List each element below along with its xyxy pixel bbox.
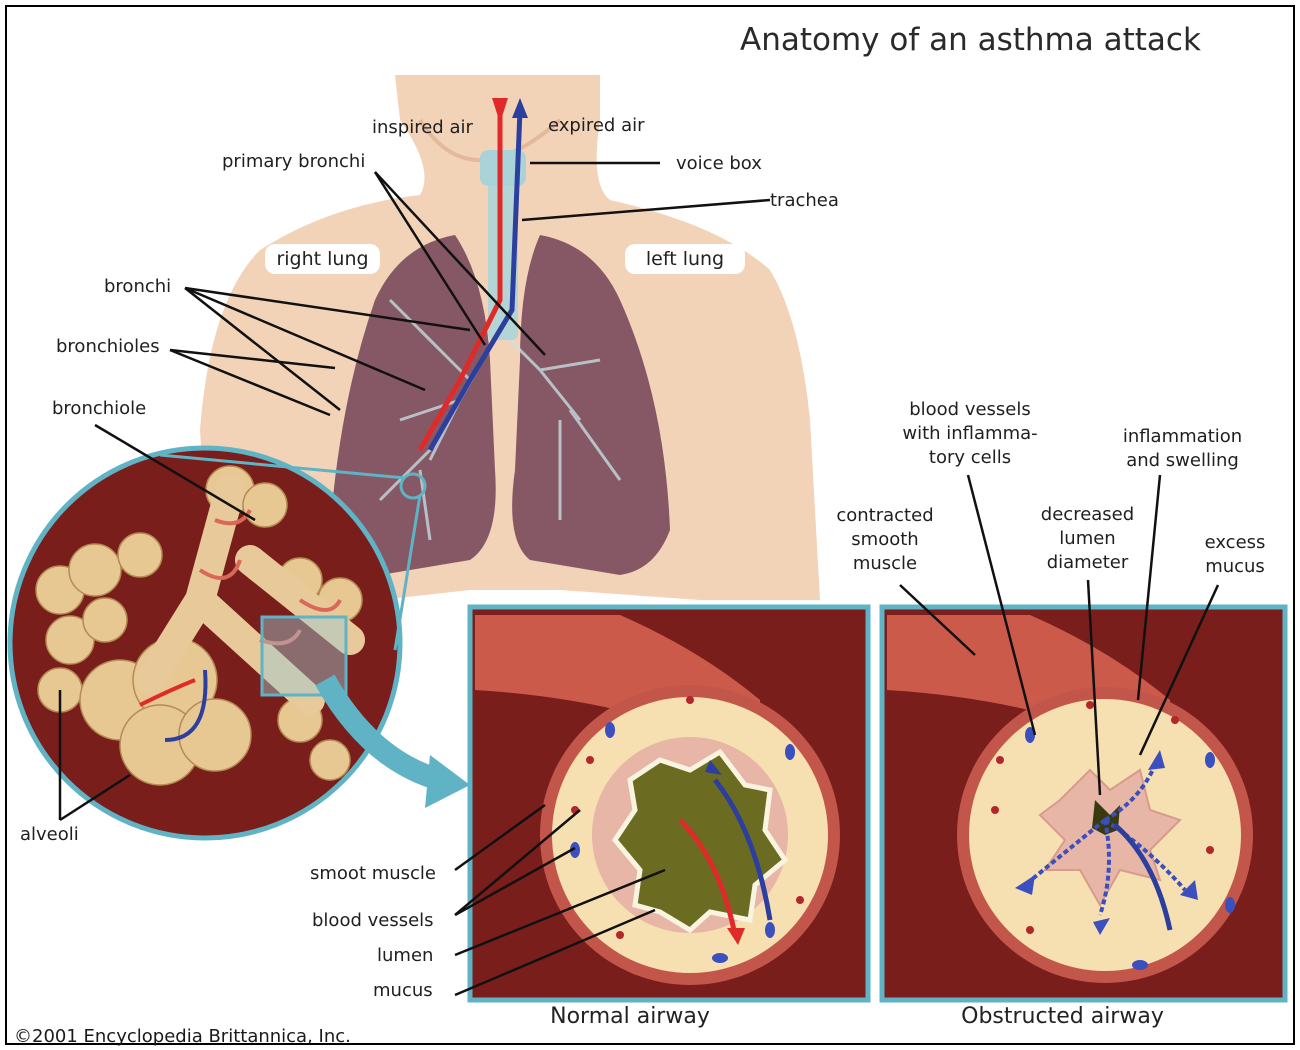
expired-air-label: expired air [548, 114, 645, 138]
bronchi-label: bronchi [104, 275, 171, 299]
obstructed-airway-caption: Obstructed airway [945, 1004, 1180, 1029]
blood-vessels-label: blood vessels [312, 909, 434, 933]
diagram-title: Anatomy of an asthma attack [740, 22, 1240, 58]
inspired-air-label: inspired air [372, 116, 473, 140]
blood-vessels-inflammatory-label: blood vessels with inflamma- tory cells [890, 398, 1050, 470]
normal-airway-caption: Normal airway [520, 1004, 740, 1029]
zoom-big-arrowhead [425, 755, 470, 808]
contracted-smooth-muscle-label: contracted smooth muscle [825, 504, 945, 576]
bronchioles-label: bronchioles [56, 335, 160, 359]
left-lung-label: left lung [625, 244, 745, 274]
mucus-label: mucus [373, 979, 433, 1003]
excess-mucus-label: excess mucus [1190, 531, 1280, 579]
inflammation-swelling-label: inflammation and swelling [1110, 425, 1255, 473]
alveoli-label: alveoli [20, 823, 79, 847]
lumen-label: lumen [377, 944, 433, 968]
smooth-muscle-label: smoot muscle [310, 862, 436, 886]
decreased-lumen-diameter-label: decreased lumen diameter [1030, 503, 1145, 575]
primary-bronchi-label: primary bronchi [222, 150, 365, 174]
bronchiole-label: bronchiole [52, 397, 146, 421]
right-lung-label: right lung [265, 244, 380, 274]
voice-box-label: voice box [676, 152, 762, 176]
copyright-text: ©2001 Encyclopedia Brittannica, Inc. [14, 1026, 351, 1047]
trachea-label: trachea [770, 189, 839, 213]
